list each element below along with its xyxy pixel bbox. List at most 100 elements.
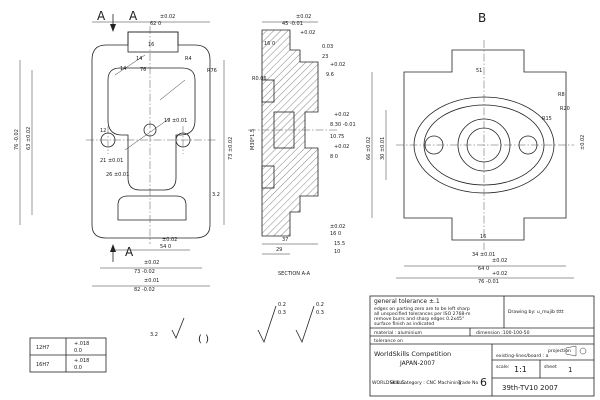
fit-table: 12H7 +.018 0.0 16H7 +.018 0.0: [29, 337, 107, 373]
tb-note-2: all unspecified tolerances per ISO 2768-…: [374, 311, 471, 317]
section-body: [261, 29, 319, 237]
dim-sec-t1: ±0.02: [296, 14, 311, 20]
tb-scale: 1:1: [514, 365, 527, 374]
view-a-lower-pocket: [117, 195, 187, 221]
dim-sec-b4: 29: [276, 247, 282, 253]
dim-b-left2: 30 ±0.01: [380, 137, 386, 160]
dim-a-b3: ±0.01: [144, 278, 159, 284]
surface-s2b: 0.3: [316, 310, 324, 316]
view-a-outline: [91, 31, 211, 239]
dim-sec-t2: 45 -0.01: [282, 21, 303, 27]
dim-a-d21: 21 ±0.01: [100, 158, 123, 164]
dim-sec-b3: 37: [282, 237, 288, 243]
dim-a-left1: 76 -0.02: [14, 129, 20, 150]
dim-a-d26: 26 ±0.01: [106, 172, 129, 178]
dim-sec-m5: +0.02: [334, 144, 349, 150]
dim-a-d19: 19 ±0.01: [164, 118, 187, 124]
dim-sec-b6: 10: [334, 249, 340, 255]
dim-a-b1: ±0.02: [144, 260, 159, 266]
tb-projection-label: projection: [548, 348, 571, 354]
section-label: SECTION A-A: [278, 271, 311, 277]
dim-a-ac: 3.2: [212, 192, 220, 198]
dim-a-r4: R4: [185, 56, 192, 62]
dim-a-w16: 16: [148, 42, 154, 48]
tb-event: JAPAN-2007: [399, 360, 435, 367]
dim-a-r76: R76: [207, 68, 217, 74]
section-view: SECTION A-A ±0.02 45 -0.01 +0.02 16 0 0.…: [248, 14, 356, 277]
view-b-label: B: [478, 11, 486, 25]
surface-s1a: 0.2: [278, 302, 286, 308]
projection-symbol-cone: [565, 345, 577, 357]
dim-sec-m4: 10.75: [330, 134, 344, 140]
dim-sec-m1: R0.06: [252, 76, 267, 82]
tb-logo: WORLDSKILLS: [372, 380, 405, 386]
tb-trade-no: 6: [480, 376, 487, 389]
dim-b-right1: ±0.02: [580, 135, 586, 150]
dim-a-b6: 54 0: [160, 244, 171, 250]
surface-finish-symbols: 3.2 ( ) 0.2 0.3 0.2 0.3: [150, 302, 324, 345]
tb-material: material : aluminium: [374, 330, 422, 336]
tb-note-4: surface finish as indicated: [374, 321, 434, 327]
fit-hole-2: 16H7: [36, 362, 49, 368]
dim-a-top2: 62 0: [150, 21, 161, 27]
dim-sec-b1: ±0.02: [330, 224, 345, 230]
title-block-frame: [369, 295, 595, 397]
view-a-diag-1: [114, 54, 146, 76]
surface-check-1: [171, 317, 185, 339]
tb-tolerance-on: tolerance on: [374, 338, 403, 344]
section-arrow-top-head: [110, 24, 116, 32]
fit-upper-1: +.018: [74, 341, 89, 347]
dim-sec-t5: 0.03: [322, 44, 333, 50]
title-block: general tolerance ±.1 edges on parting z…: [369, 295, 595, 397]
dim-b-b1: ±0.02: [492, 258, 507, 264]
view-a-label: A: [97, 9, 106, 23]
dim-b-d16: 16: [480, 234, 486, 240]
dim-a-top1: ±0.02: [160, 14, 175, 20]
dim-a-w76: 76: [140, 67, 146, 73]
view-a-arrow-label-top: A: [129, 9, 138, 23]
surface-symbol-2: [295, 305, 315, 344]
surface-s2a: 0.2: [316, 302, 324, 308]
dim-a-b2: 73 -0.02: [134, 269, 155, 275]
tb-note-1: edges on parting zero are to be left sha…: [374, 306, 470, 312]
dim-a-d14b: 14: [136, 56, 142, 62]
view-a-diag-3: [124, 117, 171, 151]
view-a-arrow-label-bottom: A: [125, 245, 134, 259]
tb-general-tolerance: general tolerance ±.1: [374, 298, 440, 305]
view-b-outline: [403, 49, 567, 241]
surface-symbol-1: [257, 305, 277, 344]
section-arrow-bottom-head: [110, 244, 116, 252]
dim-a-d12: 12: [100, 128, 106, 134]
tb-trade-label: Trade No: [457, 380, 478, 386]
dim-b-b3: +0.02: [492, 271, 507, 277]
surface-general: 3.2: [150, 332, 158, 338]
surface-general-paren: ( ): [198, 334, 209, 345]
dim-b-r15: R15: [542, 116, 552, 122]
tb-competition: WorldSkills Competition: [374, 350, 451, 358]
dim-a-b4: 82 -0.02: [134, 287, 155, 293]
dim-b-left1: 66 ±0.02: [366, 137, 372, 160]
view-a-pocket: [107, 67, 196, 191]
dim-b-b2: 64 0: [478, 266, 489, 272]
tb-scale-label: scale:: [496, 364, 510, 370]
view-a: A A A ±0.02 62 0 16 76 R4: [14, 9, 234, 293]
section-thread-top: [261, 79, 275, 103]
dim-sec-b5: 15.5: [334, 241, 345, 247]
dim-b-b4: 76 -0.01: [478, 279, 499, 285]
fit-lower-1: 0.0: [74, 348, 82, 354]
fit-hole-1: 12H7: [36, 345, 49, 351]
dim-a-b5: ±0.02: [162, 237, 177, 243]
dim-sec-m6: 8 0: [330, 154, 338, 160]
tb-skill: Skill Category : CNC Machining: [390, 380, 461, 386]
tb-sheet-label: sheet: [544, 364, 557, 370]
dim-sec-t4: 16 0: [264, 41, 275, 47]
tb-view-label: existing-lines/board : a: [496, 353, 549, 359]
dim-sec-t3: +0.02: [300, 30, 315, 36]
dim-b-r8: R8: [558, 92, 565, 98]
tb-code: 39th-TV10 2007: [502, 384, 558, 392]
view-a-boss: [127, 31, 179, 53]
dim-b-d34: 34 ±0.01: [472, 252, 495, 258]
fit-lower-2: 0.0: [74, 365, 82, 371]
tb-drawing-by: Drawing by: u_mujib tttt: [508, 309, 564, 315]
